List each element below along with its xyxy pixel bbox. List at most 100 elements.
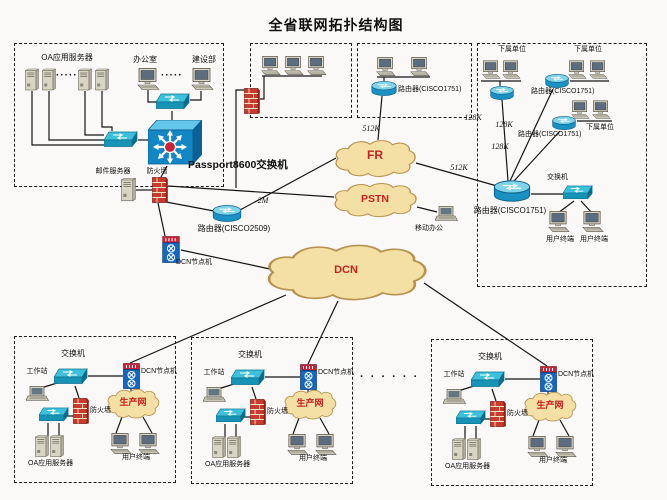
dcn-node-label: DCN节点机 xyxy=(141,368,178,375)
ellipsis: ····· xyxy=(56,70,78,81)
laptop-icon xyxy=(25,386,49,402)
workstation-label: 工作站 xyxy=(443,371,465,378)
workstation-icon xyxy=(260,56,281,76)
user-terminal-icon xyxy=(137,433,160,455)
dcn-node-icon xyxy=(300,364,317,390)
site-box: 交换机 工作站 DCN节点机 防火墙 生产网 OA应用服务器 用户终端 xyxy=(191,337,355,484)
server-icon xyxy=(50,435,64,457)
server-icon xyxy=(42,68,56,91)
mail-server-icon xyxy=(120,177,136,202)
link-128k-label: 128K xyxy=(495,120,513,129)
firewall-label: 防火墙 xyxy=(146,168,168,175)
server-icon xyxy=(452,438,466,460)
server-icon xyxy=(95,68,109,91)
hub-router-icon xyxy=(493,180,531,202)
construction-dept-label: 建设部 xyxy=(192,55,216,64)
branch-unit-label: 下属单位 xyxy=(574,46,602,53)
link-512k-label: 512K xyxy=(450,163,468,172)
dcn-node-label: DCN节点机 xyxy=(318,369,355,376)
user-terminal-icon xyxy=(581,211,604,233)
site-box: 交换机 工作站 DCN节点机 防火墙 生产网 OA应用服务器 用户终端 xyxy=(431,339,595,486)
remote-lan-box xyxy=(357,43,472,118)
switch-label: 交换机 xyxy=(238,350,262,359)
oa-servers-label: OA应用服务器 xyxy=(445,463,491,470)
router-2509-label: 路由器(CISCO2509) xyxy=(197,224,271,233)
oa-servers-label: OA应用服务器 xyxy=(205,461,251,468)
switch-label: 交换机 xyxy=(547,174,568,181)
link-128k-label: 128K xyxy=(464,113,482,122)
firewall-icon xyxy=(152,177,169,203)
user-terminal-icon xyxy=(314,434,337,456)
switch-label: 交换机 xyxy=(61,349,85,358)
dcn-node-label: DCN节点机 xyxy=(558,371,595,378)
page-title: 全省联网拓扑结构图 xyxy=(268,17,404,33)
oa-servers-label: OA应用服务器 xyxy=(41,53,93,62)
hub-router-label: 路由器(CISCO1751) xyxy=(473,206,547,215)
user-terminal-label: 用户终端 xyxy=(539,457,567,464)
user-terminal-icon xyxy=(109,433,132,455)
user-terminal-icon xyxy=(286,434,309,456)
server-icon xyxy=(25,68,39,91)
branch-unit-label: 下属单位 xyxy=(498,46,526,53)
router-1751-label: 路由器(CISCO1751) xyxy=(518,131,582,138)
office-label: 办公室 xyxy=(133,55,157,64)
server-icon xyxy=(212,436,226,458)
firewall-icon xyxy=(490,401,507,427)
workstation-icon xyxy=(375,57,396,77)
user-terminal-label: 用户终端 xyxy=(122,454,150,461)
workstation-icon xyxy=(481,60,501,80)
server-icon xyxy=(78,68,92,91)
switch-label: 交换机 xyxy=(478,352,502,361)
user-terminal-icon xyxy=(547,211,570,233)
pstn-cloud-label: PSTN xyxy=(360,193,390,205)
switch-icon xyxy=(563,185,593,201)
workstation-icon xyxy=(190,68,214,91)
link-512k-label: 512K xyxy=(362,124,380,133)
core-switch-icon xyxy=(147,118,203,166)
branch-unit-label: 下属单位 xyxy=(586,124,614,131)
firewall-icon xyxy=(73,398,90,424)
hq-lan-box xyxy=(14,43,224,187)
dcn-cloud-label: DCN xyxy=(334,264,358,276)
dcn-node-icon xyxy=(540,366,557,392)
user-terminal-label: 用户终端 xyxy=(580,236,608,243)
sites-ellipsis: · · · · · · xyxy=(360,371,420,383)
workstation-icon xyxy=(306,56,327,76)
router-icon xyxy=(489,86,515,100)
laptop-icon xyxy=(442,389,466,405)
workstation-label: 工作站 xyxy=(203,369,225,376)
server-icon xyxy=(227,436,241,458)
fr-cloud-label: FR xyxy=(367,148,383,162)
user-terminal-icon xyxy=(526,436,549,458)
firewall-label: 防火墙 xyxy=(267,408,288,415)
router-icon xyxy=(551,116,577,130)
switch-icon xyxy=(231,369,265,387)
user-terminal-label: 用户终端 xyxy=(546,236,574,243)
link-2m-label: 2M xyxy=(257,196,269,205)
server-icon xyxy=(35,435,49,457)
switch-icon xyxy=(156,93,190,111)
workstation-icon xyxy=(409,57,430,77)
site-box: 交换机 工作站 DCN节点机 防火墙 生产网 OA应用服务器 用户终端 xyxy=(14,336,178,483)
dcn-node-label: DCN节点机 xyxy=(176,259,213,266)
firewall-icon xyxy=(250,399,267,425)
firewall-label: 防火墙 xyxy=(90,407,111,414)
router-icon xyxy=(370,81,398,96)
workstation-icon xyxy=(591,100,611,120)
switch-icon xyxy=(54,368,88,386)
mobile-office-label: 移动办公 xyxy=(415,225,443,232)
workstation-icon xyxy=(567,60,587,80)
branches-box xyxy=(477,43,647,287)
switch-icon xyxy=(456,410,486,426)
ellipsis: ····· xyxy=(161,70,183,81)
link-128k-label: 128K xyxy=(491,142,509,151)
workstation-icon xyxy=(136,68,160,91)
switch-icon xyxy=(104,131,138,149)
mail-server-label: 邮件服务器 xyxy=(95,168,131,175)
laptop-icon xyxy=(434,206,458,222)
workstation-icon xyxy=(501,60,521,80)
user-terminal-label: 用户终端 xyxy=(299,455,327,462)
laptop-icon xyxy=(202,387,226,403)
core-switch-label: Passport8600交换机 xyxy=(188,159,288,171)
